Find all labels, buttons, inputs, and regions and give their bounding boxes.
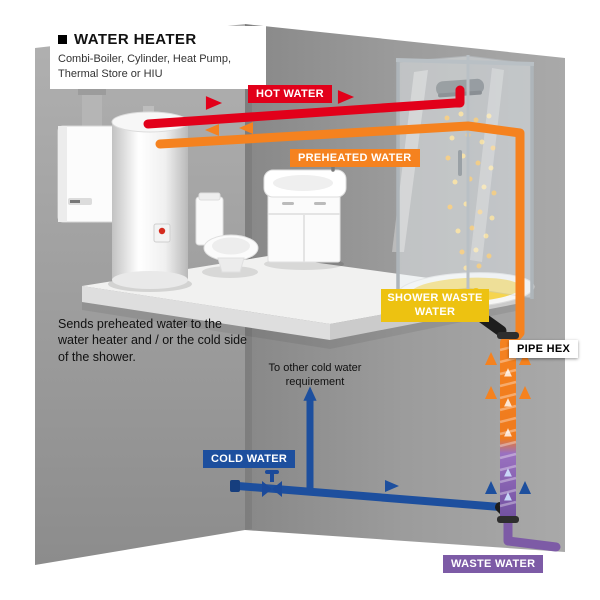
valve-icon [262,470,282,497]
cold-pipe-fitting [230,480,240,492]
shower-enclosure [392,55,535,299]
title-row: WATER HEATER [58,31,258,48]
sink-cabinet [263,156,347,270]
shower-waste-water-label: SHOWER WASTE WATER [381,289,489,322]
pipe-hex-label: PIPE HEX [509,340,579,358]
header: WATER HEATER Combi-Boiler, Cylinder, Hea… [50,26,266,89]
hot-water-pipe [143,85,465,129]
page-title: WATER HEATER [74,31,197,48]
combi-boiler [57,88,123,223]
hot-water-label: HOT WATER [248,85,332,103]
door-handle-icon [458,150,462,176]
cold-branch-note: To other cold water requirement [268,362,362,388]
preheated-water-label: PREHEATED WATER [290,149,420,167]
hot-water-cylinder [108,106,192,292]
page-subtitle: Combi-Boiler, Cylinder, Heat Pump, Therm… [58,53,232,80]
pipe-hex-unit [497,332,519,523]
thermostat-light [158,227,166,235]
toilet [195,192,259,278]
description-text: Sends preheated water to the water heate… [58,317,248,364]
square-bullet-icon [58,35,67,44]
waste-water-label: WASTE WATER [443,555,544,573]
cold-water-label: COLD WATER [203,450,296,468]
waste-water-pipe [503,515,561,552]
